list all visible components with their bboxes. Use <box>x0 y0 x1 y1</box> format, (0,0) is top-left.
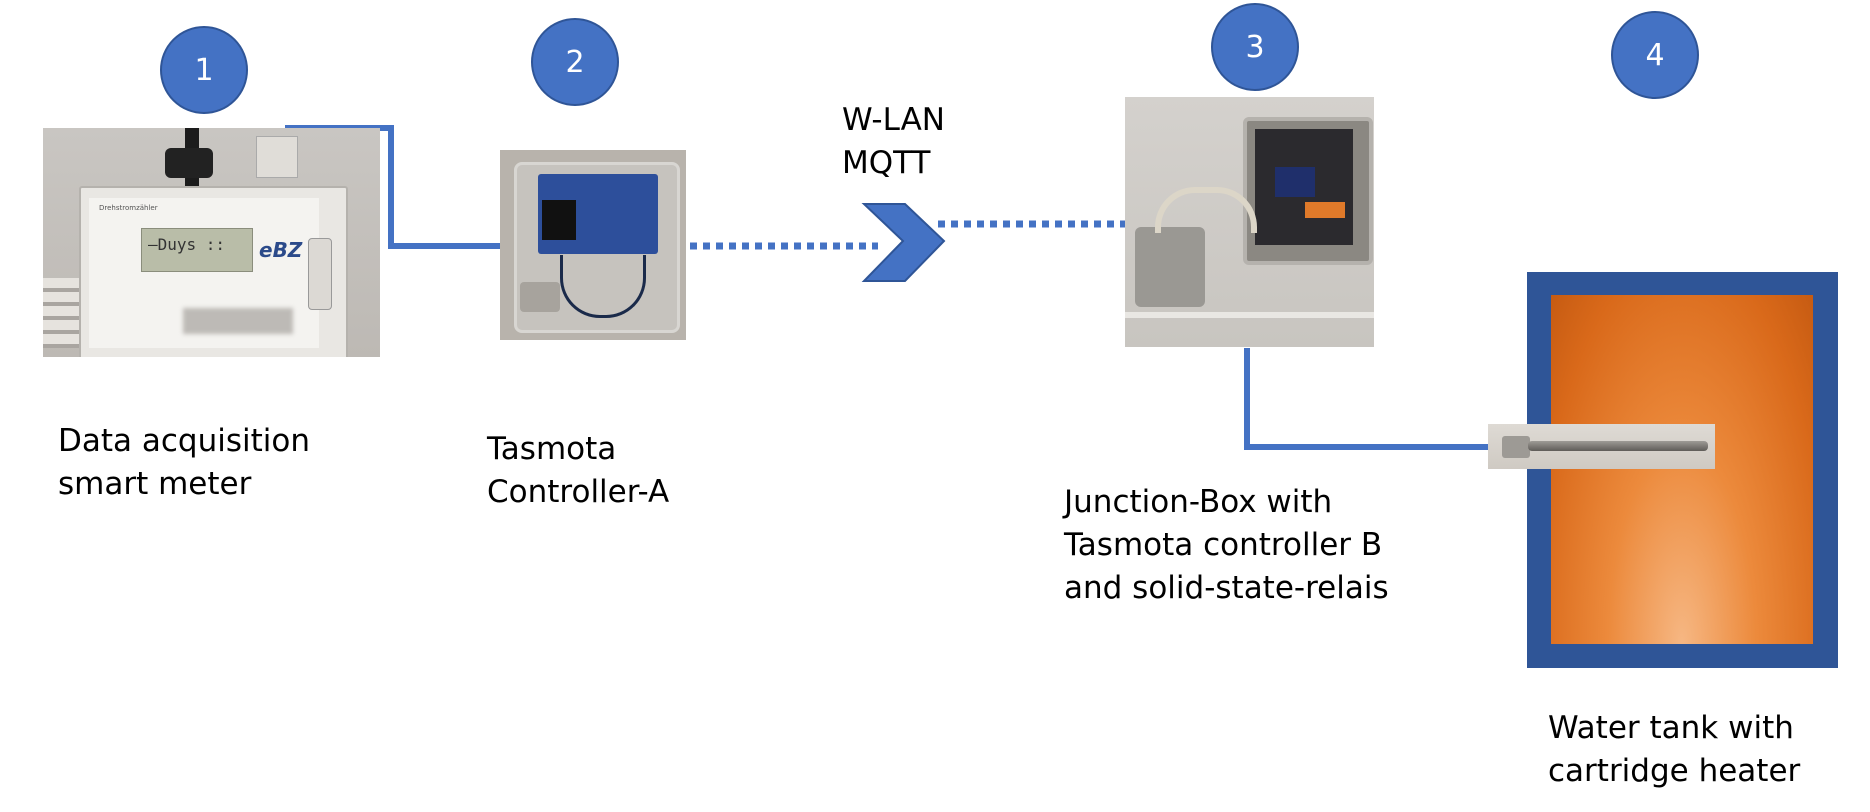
caption-3-line-3: and solid-state-relais <box>1064 570 1389 606</box>
caption-4-line-1: Water tank with <box>1548 710 1794 746</box>
cable-junction-to-heater <box>1244 348 1490 450</box>
heater-rod <box>1528 441 1708 451</box>
meter-brand-logo: eBZ <box>259 238 303 262</box>
smart-meter-photo: Drehstromzähler ‒Duys :: eBZ <box>43 128 380 357</box>
heater-fitting <box>1502 436 1530 458</box>
meter-side-switch <box>308 238 332 310</box>
junction-box-cable <box>1155 187 1257 233</box>
controller-a-hinge <box>520 282 560 312</box>
meter-header-text: Drehstromzähler <box>99 204 158 212</box>
junction-box-relay-board <box>1275 167 1315 197</box>
wlan-label: W-LAN <box>842 102 945 138</box>
meter-lcd-readout: ‒Duys :: <box>148 235 226 254</box>
caption-4-line-2: cartridge heater <box>1548 753 1801 789</box>
step-badge-3: 3 <box>1211 3 1299 91</box>
junction-box-wago-terminals <box>1305 202 1345 218</box>
caption-step-1: Data acquisition smart meter <box>58 420 310 506</box>
meter-terminal-bar <box>43 278 79 348</box>
meter-socket <box>256 136 298 178</box>
caption-step-2: Tasmota Controller-A <box>487 428 669 514</box>
controller-a-photo <box>500 150 686 340</box>
controller-a-module <box>542 200 576 240</box>
controller-a-wire <box>560 255 646 318</box>
wlan-mqtt-label: W-LAN MQTT <box>842 99 945 185</box>
caption-step-3: Junction-Box with Tasmota controller B a… <box>1064 481 1389 610</box>
caption-3-line-2: Tasmota controller B <box>1064 527 1383 563</box>
water-tank-fill <box>1551 295 1813 644</box>
caption-2-line-1: Tasmota <box>487 431 617 467</box>
caption-2-line-2: Controller-A <box>487 474 670 510</box>
meter-clip <box>165 148 213 178</box>
step-badge-2: 2 <box>531 18 619 106</box>
meter-lcd: ‒Duys :: <box>141 228 253 272</box>
caption-1-line-2: smart meter <box>58 466 252 502</box>
junction-box-photo <box>1125 97 1374 347</box>
step-badge-1: 1 <box>160 26 248 114</box>
junction-box-shelf <box>1125 312 1374 318</box>
caption-3-line-1: Junction-Box with <box>1064 484 1333 520</box>
junction-box-plug <box>1135 227 1205 307</box>
caption-step-4: Water tank with cartridge heater <box>1548 707 1800 793</box>
meter-blurred-serial <box>183 308 293 334</box>
wlan-chevron-arrow <box>861 203 946 282</box>
cartridge-heater-photo <box>1488 424 1715 469</box>
caption-1-line-1: Data acquisition <box>58 423 310 459</box>
mqtt-label: MQTT <box>842 145 931 181</box>
step-badge-4: 4 <box>1611 11 1699 99</box>
